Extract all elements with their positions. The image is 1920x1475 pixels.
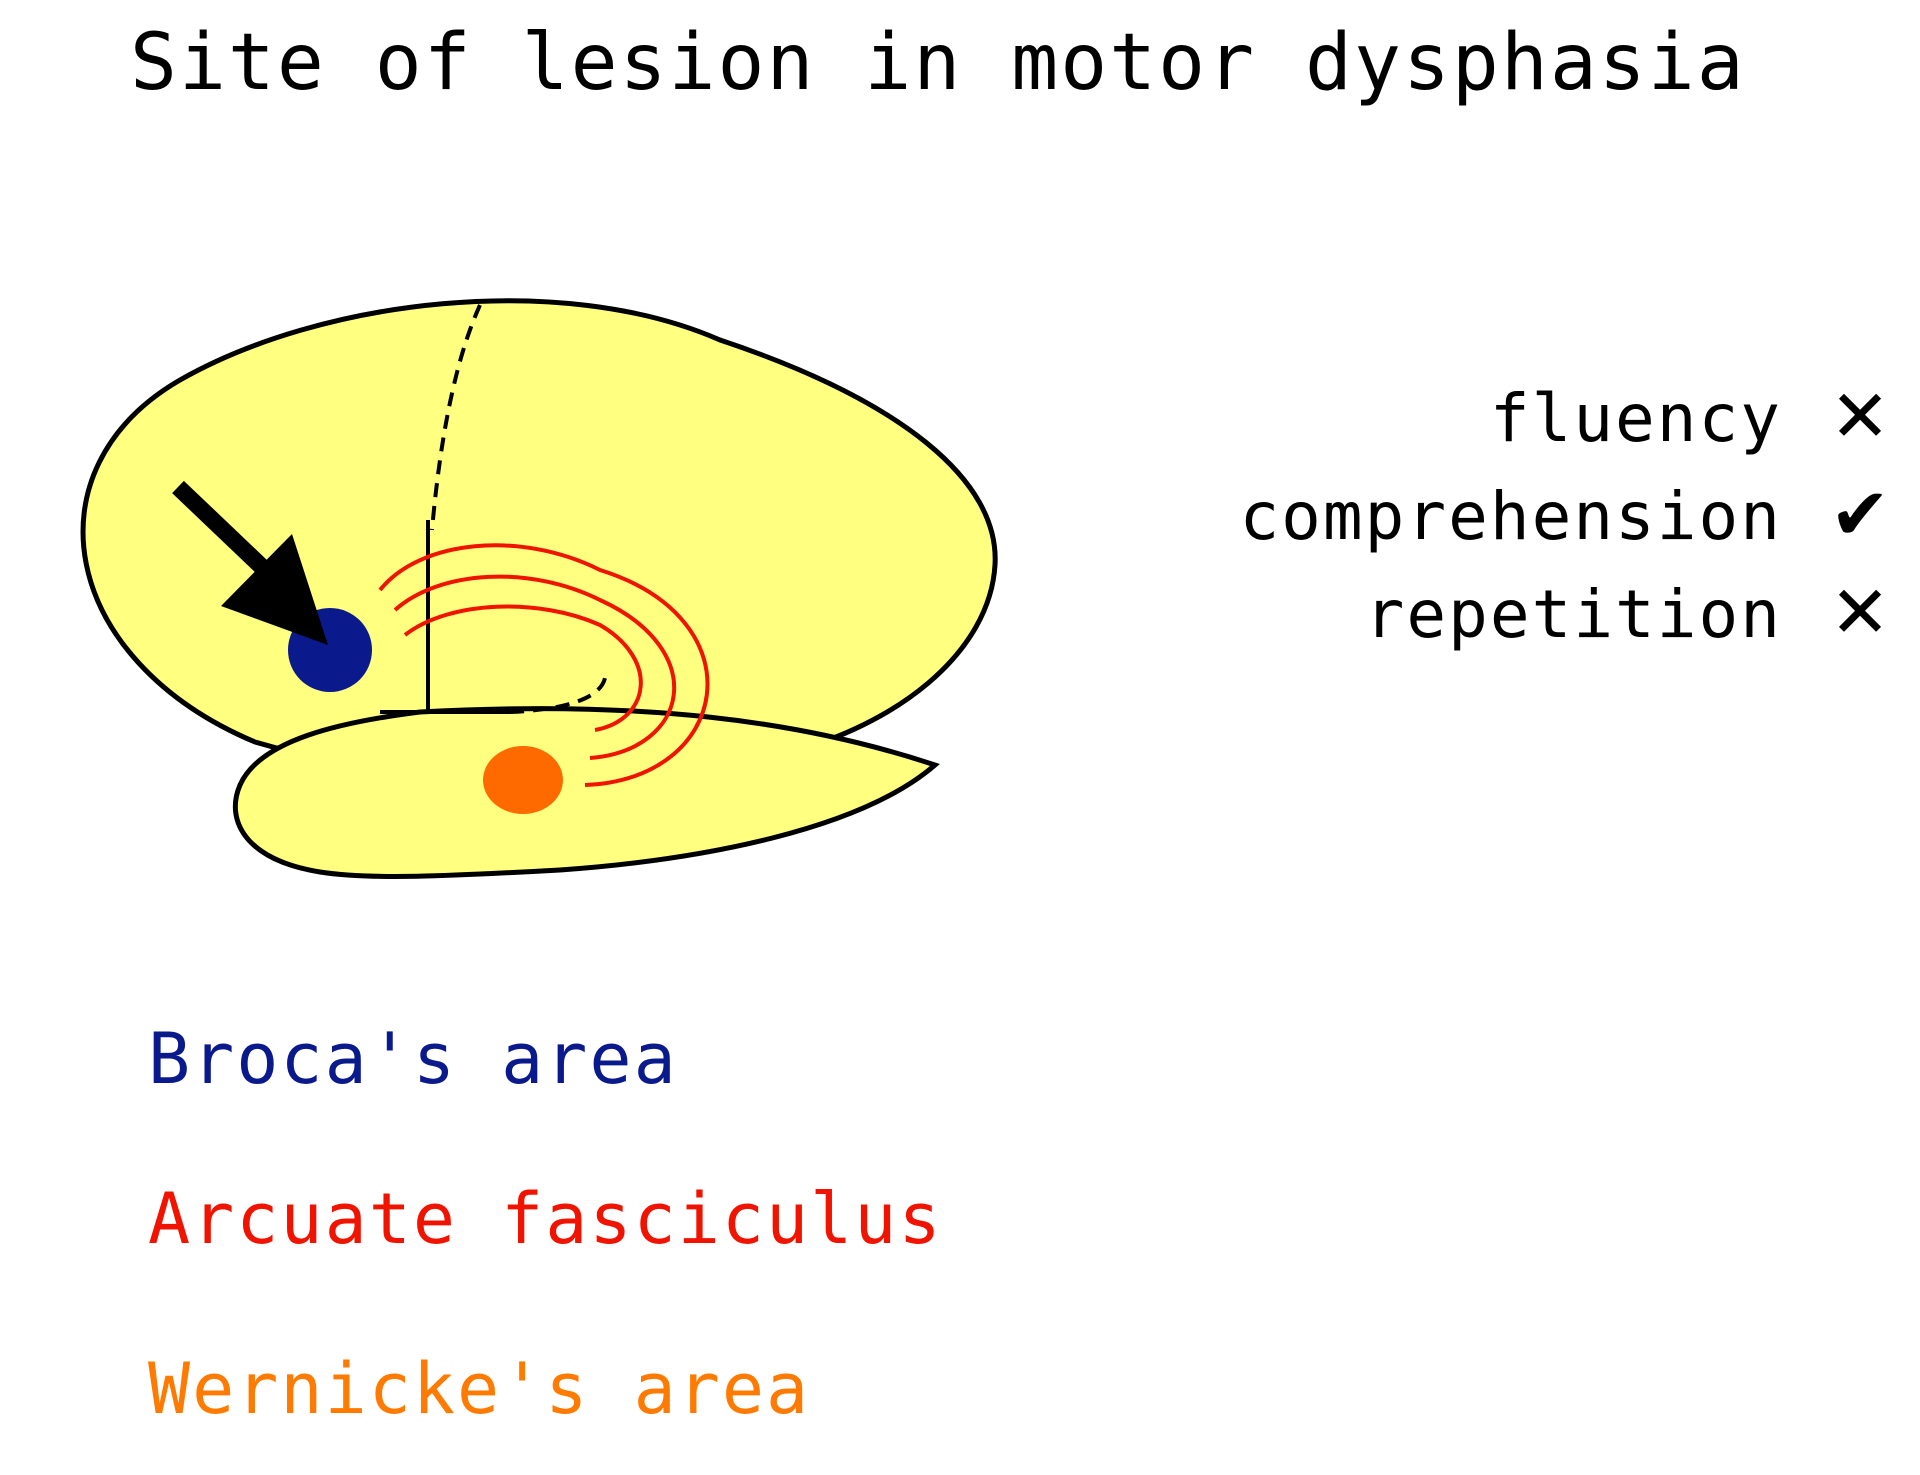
check-icon: ✔ [1829, 472, 1891, 556]
finding-label: comprehension [1239, 478, 1782, 555]
temporal-lobe [232, 706, 940, 879]
finding-row: comprehension ✔ [1020, 472, 1920, 576]
page-title: Site of lesion in motor dysphasia [130, 18, 1746, 108]
clinical-findings: fluency ✕ comprehension ✔ repetition ✕ [1020, 374, 1920, 674]
arrow-icon [172, 480, 328, 645]
wernickes-area-marker [483, 746, 563, 814]
finding-label: fluency [1489, 380, 1782, 457]
legend-arcuate-fasciculus: Arcuate fasciculus [148, 1178, 943, 1260]
arcuate-fasciculus [378, 543, 710, 787]
finding-row: fluency ✕ [1020, 374, 1920, 478]
finding-label: repetition [1364, 576, 1782, 653]
legend-brocas-area: Broca's area [148, 1018, 678, 1100]
cross-icon: ✕ [1829, 570, 1891, 654]
legend-wernickes-area: Wernicke's area [148, 1348, 811, 1430]
central-sulcus [430, 304, 482, 531]
sylvian-fissure-dashed [509, 677, 607, 714]
finding-row: repetition ✕ [1020, 570, 1920, 674]
cross-icon: ✕ [1829, 374, 1891, 458]
